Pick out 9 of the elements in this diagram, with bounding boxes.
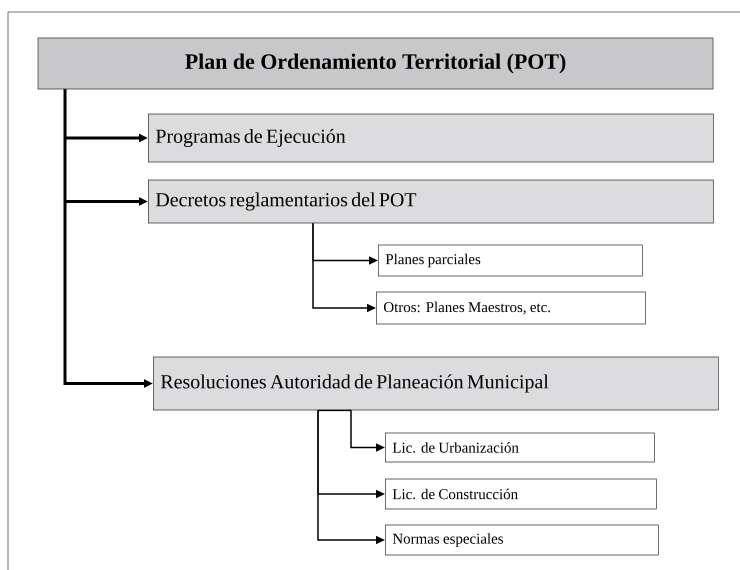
process-box: Programas de Ejecución [148,114,714,162]
process-box: Lic. de Construcción [385,478,657,510]
title-box: Plan de Ordenamiento Territorial (POT) [38,38,714,90]
process-box: Planes parciales [378,244,643,276]
process-box: Lic. de Urbanización [385,432,655,462]
process-box: Otros: Planes Maestros, etc. [376,292,646,324]
process-box: Normas especiales [385,524,659,556]
process-box: Decretos reglamentarios del POT [148,180,714,224]
process-box: Resoluciones Autoridad de Planeación Municipal [153,356,719,410]
